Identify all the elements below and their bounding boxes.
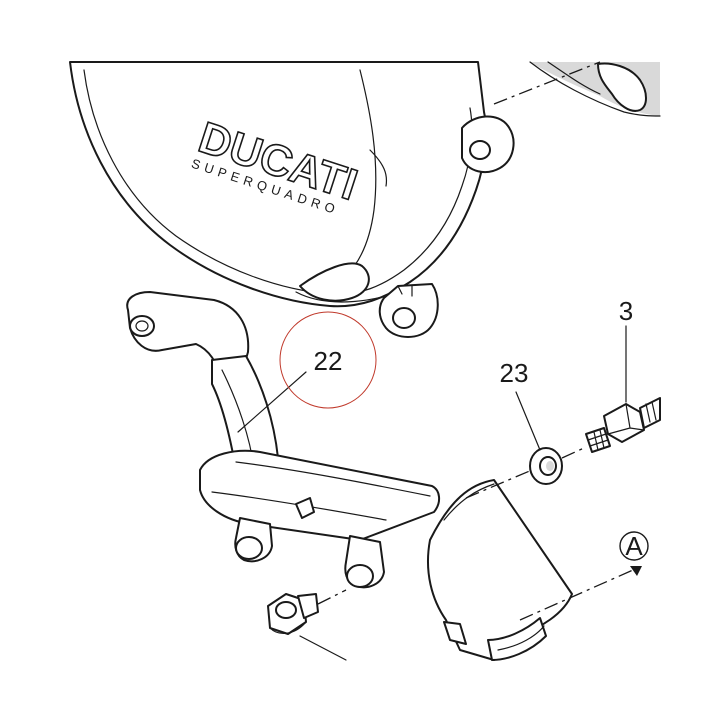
leader-line-22 xyxy=(237,371,307,433)
highlight-circle xyxy=(279,311,377,409)
engine-cover: DUCATI SUPERQUADRO xyxy=(69,61,515,338)
bracket-part-22 xyxy=(126,291,440,589)
sprocket xyxy=(529,61,661,117)
axis-line-bolt xyxy=(561,447,585,459)
callout-22: 22 xyxy=(314,346,343,376)
axis-line-screw xyxy=(317,589,347,605)
axis-line-washer xyxy=(465,469,533,499)
callout-23: 23 xyxy=(500,358,529,388)
view-marker-circle xyxy=(619,531,649,561)
leader-line-23 xyxy=(515,391,541,451)
axis-line-view-a xyxy=(519,565,643,621)
view-arrow-head xyxy=(630,566,642,576)
axis-line-upper xyxy=(493,61,601,105)
washer-part-23 xyxy=(529,447,563,485)
view-marker-label: A xyxy=(625,531,643,561)
chain-guard xyxy=(427,479,573,661)
bolt-part-3 xyxy=(585,397,661,453)
callout-3: 3 xyxy=(619,296,633,326)
screw xyxy=(267,593,319,635)
leader-line-screw xyxy=(299,635,347,661)
